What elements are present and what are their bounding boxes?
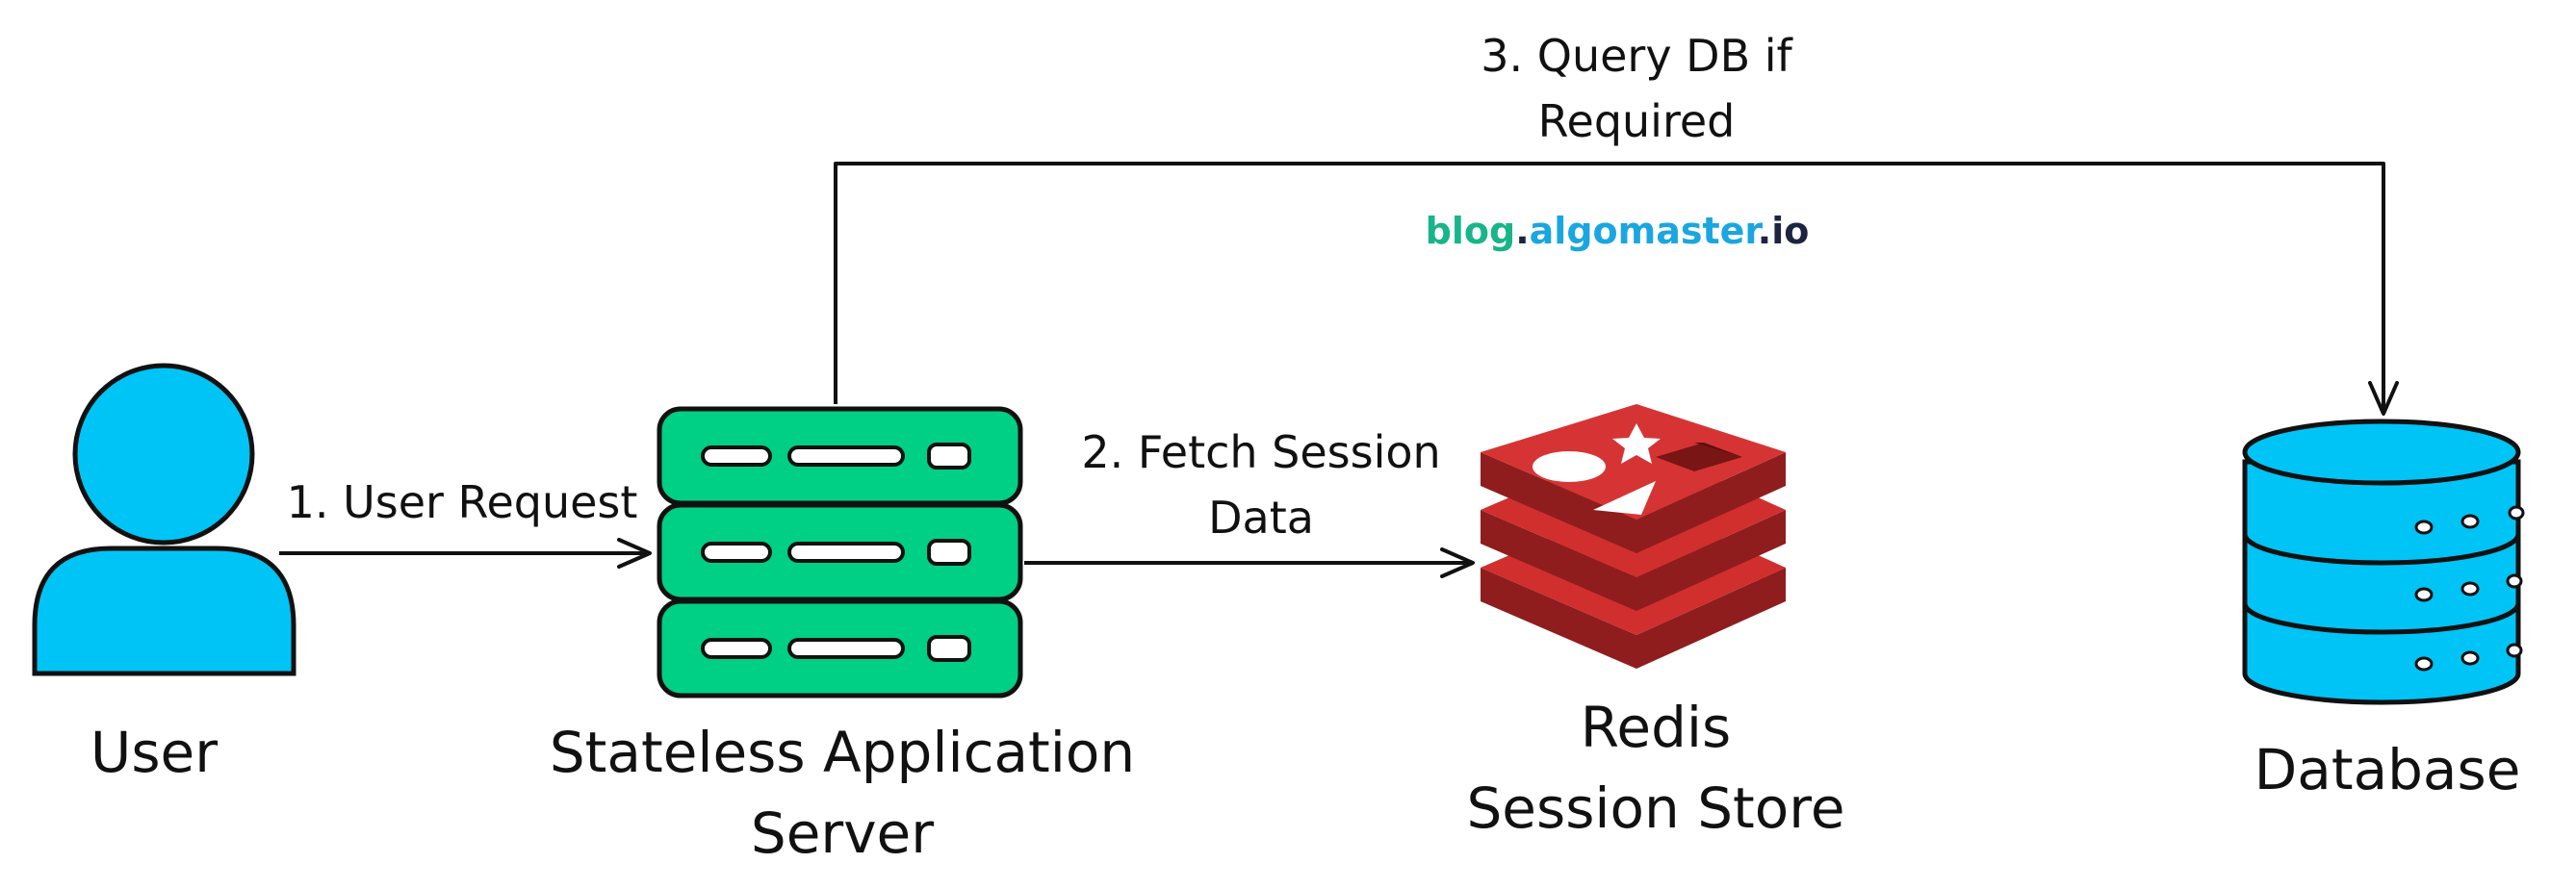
brand-part-blog: blog bbox=[1425, 210, 1516, 252]
fetch-session-label: 2. Fetch Session Data bbox=[1049, 419, 1473, 550]
app-server-label-line1: Stateless Application bbox=[549, 720, 1136, 785]
query-db-arrow bbox=[834, 162, 2399, 416]
query-db-label-line1: 3. Query DB if bbox=[1481, 30, 1792, 82]
user-label: User bbox=[90, 720, 219, 785]
brand-dot-2: . bbox=[1757, 210, 1772, 252]
fetch-session-label-line2: Data bbox=[1208, 492, 1314, 544]
brand-part-io: io bbox=[1771, 210, 1810, 252]
database-label: Database bbox=[2254, 737, 2521, 802]
database-icon bbox=[2242, 419, 2525, 705]
redis-icon bbox=[1481, 404, 1786, 669]
query-db-label: 3. Query DB if Required bbox=[1425, 23, 1848, 154]
person-icon bbox=[32, 363, 296, 676]
redis-label-line1: Redis bbox=[1580, 695, 1732, 760]
server-stack-icon bbox=[657, 406, 1023, 698]
app-server-label-line2: Server bbox=[750, 800, 935, 866]
redis-label-line2: Session Store bbox=[1466, 775, 1845, 841]
fetch-session-label-line1: 2. Fetch Session bbox=[1081, 426, 1441, 478]
user-request-label: 1. User Request bbox=[286, 476, 638, 528]
query-db-label-line2: Required bbox=[1537, 95, 1736, 147]
redis-label: Redis Session Store bbox=[1405, 687, 1906, 849]
brand-dot-1: . bbox=[1515, 210, 1530, 252]
brand-watermark: blog.algomaster.io bbox=[1405, 210, 1829, 252]
brand-part-algomaster: algomaster bbox=[1529, 210, 1758, 252]
app-server-label: Stateless Application Server bbox=[534, 712, 1150, 874]
